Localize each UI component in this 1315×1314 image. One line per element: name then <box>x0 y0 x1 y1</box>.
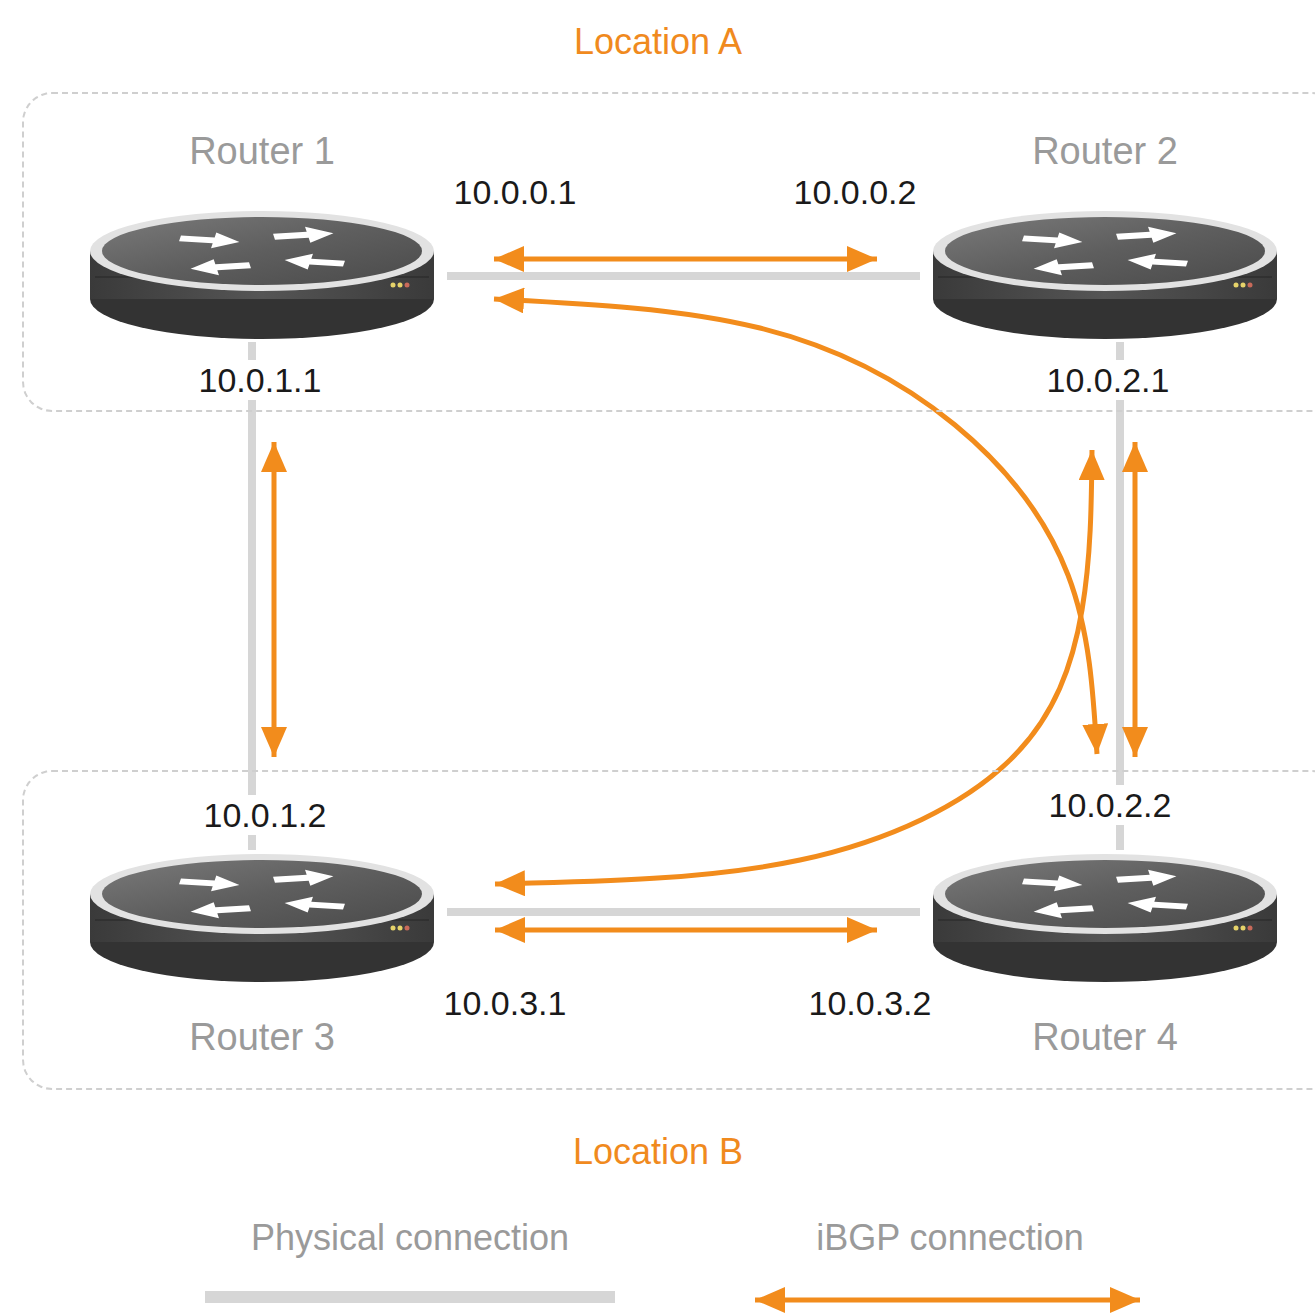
interface-address: 10.0.0.1 <box>450 172 581 212</box>
interface-address: 10.0.1.2 <box>200 795 331 835</box>
router-name: Router 4 <box>920 1014 1290 1060</box>
router-icon <box>930 207 1280 342</box>
ibgp-session <box>272 442 277 757</box>
ibgp-session <box>494 257 877 262</box>
location-heading: Location A <box>2 20 1314 64</box>
router-icon <box>87 207 437 342</box>
ibgp-session <box>1133 442 1138 757</box>
physical-link <box>447 908 920 916</box>
location-heading: Location B <box>2 1130 1314 1174</box>
ibgp-session <box>495 450 1092 884</box>
router-icon <box>87 850 437 985</box>
router-node: Router 4 <box>920 850 1290 1062</box>
router-name: Router 3 <box>77 1014 447 1060</box>
physical-sample <box>205 1291 615 1303</box>
router-icon <box>930 850 1280 985</box>
router-name: Router 2 <box>920 128 1290 174</box>
legend-text: Physical connection <box>251 1216 569 1260</box>
interface-address: 10.0.2.2 <box>1045 785 1176 825</box>
ibgp-sample <box>755 1298 1140 1303</box>
router-node: Router 3 <box>77 850 447 1062</box>
ibgp-session <box>495 928 877 933</box>
interface-address: 10.0.1.1 <box>195 360 326 400</box>
router-node: Router 2 <box>920 124 1290 342</box>
router-node: Router 1 <box>77 124 447 342</box>
router-name: Router 1 <box>77 128 447 174</box>
legend-text: iBGP connection <box>816 1216 1084 1260</box>
interface-address: 10.0.2.1 <box>1043 360 1174 400</box>
interface-address: 10.0.0.2 <box>790 172 921 212</box>
physical-link <box>1116 342 1124 850</box>
physical-link <box>447 272 920 280</box>
ibgp-session <box>494 299 1097 754</box>
physical-link <box>248 342 256 850</box>
interface-address: 10.0.3.1 <box>440 983 571 1023</box>
interface-address: 10.0.3.2 <box>805 983 936 1023</box>
